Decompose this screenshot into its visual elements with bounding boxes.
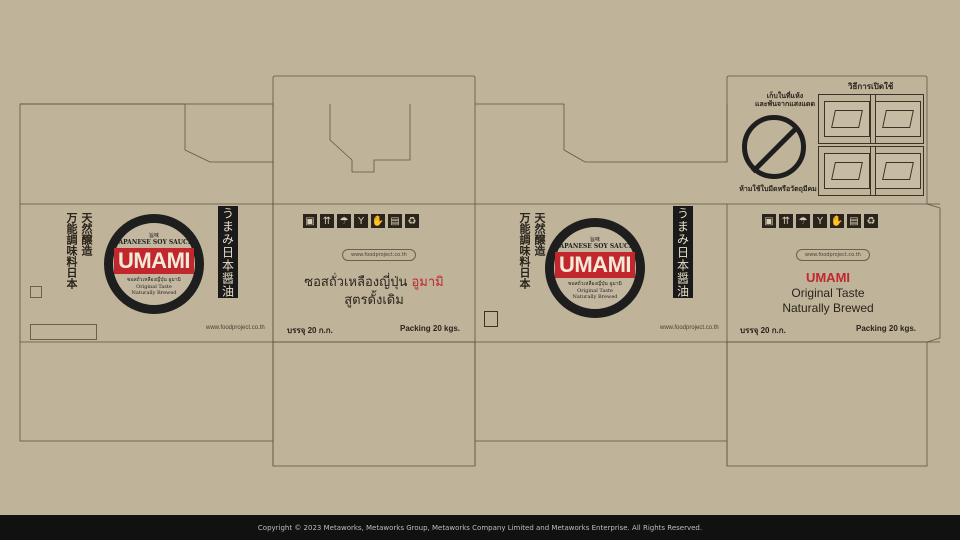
pack-thai-b: บรรจุ 20 ก.ก.	[287, 326, 333, 335]
logo-thai: ซอสถั่วเหลืองญี่ปุ่น อูมามิ	[568, 281, 622, 287]
url-pill-d: www.foodproject.co.th	[796, 249, 870, 261]
website-a: www.foodproject.co.th	[206, 325, 265, 331]
kanji-tagline-c2: 万能調味料日本	[518, 212, 531, 289]
open-step-1	[818, 94, 876, 144]
keep-dry-icon: ☂	[337, 214, 351, 228]
label-box	[30, 324, 97, 340]
handling-icons-d: ▣ ⇈ ☂ Y ✋ ▤ ♻	[762, 214, 881, 228]
logo-line1: Original Taste	[577, 288, 613, 294]
this-way-up-icon: ⇈	[320, 214, 334, 228]
fragile-box-icon: ▣	[762, 214, 776, 228]
open-instructions-title: วิธีการเปิดใช้	[848, 82, 894, 91]
logo-top-kanji: 旨味	[589, 237, 600, 243]
open-step-3	[818, 146, 876, 196]
recycle-icon: ♻	[405, 214, 419, 228]
site-footer: Copyright © 2023 Metaworks, Metaworks Gr…	[0, 515, 960, 540]
brand-name-d: UMAMI	[805, 270, 851, 285]
logo-subtitle: JAPANESE SOY SAUCE	[556, 243, 634, 250]
thai-line-2: สูตรดั้งเดิม	[344, 293, 404, 308]
stack-limit-icon: ▤	[847, 214, 861, 228]
certification-mark-c	[484, 311, 498, 327]
thai-product-name-b: ซอสถั่วเหลืองญี่ปุ่น อูมามิ สูตรดั้งเดิม	[276, 274, 472, 310]
kanji-tagline-a2: 万能調味料日本	[65, 212, 78, 289]
pack-en-d: Packing 20 kgs.	[856, 324, 917, 333]
logo-thai: ซอสถั่วเหลืองญี่ปุ่น อูมามิ	[127, 277, 181, 283]
storage-note: เก็บในที่แห้ง และพ้นจากแสงแดด	[745, 92, 825, 109]
logo-top-kanji: 旨味	[148, 233, 159, 239]
fragile-glass-icon: Y	[354, 214, 368, 228]
vertical-title-c: うまみ日本醤油	[673, 206, 693, 298]
no-knife-icon	[742, 115, 806, 179]
keep-dry-icon: ☂	[796, 214, 810, 228]
tagline-line-2-d: Naturally Brewed	[782, 301, 874, 315]
recycle-icon: ♻	[864, 214, 878, 228]
fragile-box-icon: ▣	[303, 214, 317, 228]
pack-en-b: Packing 20 kgs.	[400, 324, 461, 333]
open-step-2	[870, 94, 924, 144]
kanji-tagline-a1: 天然醸造	[80, 212, 93, 256]
no-knife-label: ห้ามใช้ใบมีดหรือวัตถุมีคม	[739, 185, 817, 193]
umami-logo-a: 旨味 JAPANESE SOY SAUCE UMAMI ซอสถั่วเหลือ…	[104, 214, 204, 314]
logo-subtitle: JAPANESE SOY SAUCE	[115, 239, 193, 246]
thai-line-1: ซอสถั่วเหลืองญี่ปุ่น	[304, 275, 408, 290]
logo-line2: Naturally Brewed	[572, 294, 618, 300]
logo-line2: Naturally Brewed	[131, 290, 177, 296]
website-c: www.foodproject.co.th	[660, 325, 719, 331]
handle-with-care-icon: ✋	[830, 214, 844, 228]
logo-brand: UMAMI	[113, 248, 195, 274]
kanji-tagline-c1: 天然醸造	[533, 212, 546, 256]
certification-mark	[30, 286, 42, 298]
logo-line1: Original Taste	[136, 284, 172, 290]
url-pill-b: www.foodproject.co.th	[342, 249, 416, 261]
tagline-line-1-d: Original Taste	[791, 286, 865, 300]
thai-brand: อูมามิ	[411, 275, 444, 290]
storage-line-2: และพ้นจากแสงแดด	[754, 100, 816, 109]
this-way-up-icon: ⇈	[779, 214, 793, 228]
brand-block-d: UMAMI Original Taste Naturally Brewed	[730, 270, 926, 316]
copyright-text: Copyright © 2023 Metaworks, Metaworks Gr…	[257, 523, 703, 532]
fragile-glass-icon: Y	[813, 214, 827, 228]
dieline-canvas: 天然醸造 万能調味料日本 旨味 JAPANESE SOY SAUCE UMAMI…	[0, 0, 960, 515]
fine-print-block-a	[30, 286, 100, 340]
handling-icons-b: ▣ ⇈ ☂ Y ✋ ▤ ♻	[303, 214, 422, 228]
logo-brand: UMAMI	[554, 252, 636, 278]
stack-limit-icon: ▤	[388, 214, 402, 228]
open-step-4	[870, 146, 924, 196]
handle-with-care-icon: ✋	[371, 214, 385, 228]
pack-thai-d: บรรจุ 20 ก.ก.	[740, 326, 786, 335]
vertical-title-a: うまみ日本醤油	[218, 206, 238, 298]
storage-line-1: เก็บในที่แห้ง	[766, 92, 804, 100]
umami-logo-c: 旨味 JAPANESE SOY SAUCE UMAMI ซอสถั่วเหลือ…	[545, 218, 645, 318]
box-dieline-outline	[19, 75, 941, 467]
